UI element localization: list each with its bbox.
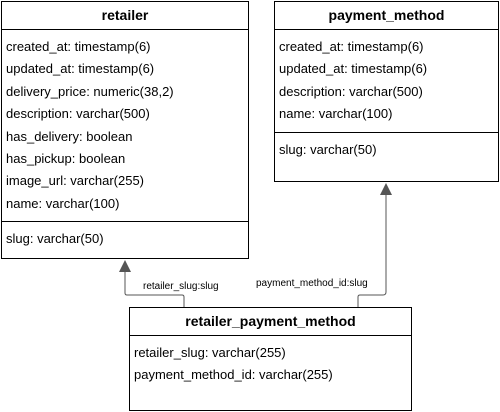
- retailer-field: updated_at: timestamp(6): [6, 61, 155, 77]
- retailer-payment-method-table[interactable]: retailer_payment_method retailer_slug: v…: [129, 307, 412, 411]
- payment-method-table[interactable]: payment_method created_at: timestamp(6) …: [274, 1, 499, 182]
- retailer-payment-method-field: payment_method_id: varchar(255): [134, 367, 333, 383]
- retailer-payment-method-table-title: retailer_payment_method: [130, 308, 411, 336]
- retailer-field: description: varchar(500): [6, 106, 150, 122]
- retailer-arrowhead: [119, 260, 131, 272]
- retailer-relation-label: retailer_slug:slug: [143, 281, 219, 293]
- payment-method-field: created_at: timestamp(6): [279, 39, 424, 54]
- retailer-field: has_delivery: boolean: [6, 128, 133, 144]
- payment-method-key-list: slug: varchar(50): [275, 133, 498, 167]
- payment-method-field: name: varchar(100): [279, 106, 393, 122]
- retailer-field: created_at: timestamp(6): [6, 39, 151, 54]
- retailer-field: image_url: varchar(255): [6, 173, 145, 189]
- payment-method-field: description: varchar(500): [279, 83, 423, 99]
- retailer-key-list: slug: varchar(50): [2, 222, 248, 256]
- payment-method-field: updated_at: timestamp(6): [279, 61, 428, 77]
- payment-method-relation-label: payment_method_id:slug: [256, 278, 368, 290]
- retailer-key-field: slug: varchar(50): [6, 231, 104, 247]
- payment-method-field-list: created_at: timestamp(6) updated_at: tim…: [275, 30, 498, 132]
- retailer-payment-method-field: retailer_slug: varchar(255): [134, 345, 286, 360]
- retailer-field: has_pickup: boolean: [6, 150, 126, 166]
- retailer-table-title: retailer: [2, 2, 248, 30]
- retailer-field-list: created_at: timestamp(6) updated_at: tim…: [2, 30, 248, 221]
- payment-method-table-title: payment_method: [275, 2, 498, 30]
- payment-method-arrowhead: [380, 183, 392, 195]
- payment-method-key-field: slug: varchar(50): [279, 141, 377, 157]
- retailer-divider: [2, 221, 248, 223]
- retailer-table[interactable]: retailer created_at: timestamp(6) update…: [1, 1, 249, 259]
- retailer-payment-method-field-list: retailer_slug: varchar(255) payment_meth…: [130, 336, 411, 393]
- retailer-relation-line: [124, 270, 185, 307]
- payment-method-relation-line: [357, 193, 387, 307]
- payment-method-divider: [275, 131, 498, 133]
- retailer-field: delivery_price: numeric(38,2): [6, 83, 174, 99]
- retailer-field: name: varchar(100): [6, 195, 120, 211]
